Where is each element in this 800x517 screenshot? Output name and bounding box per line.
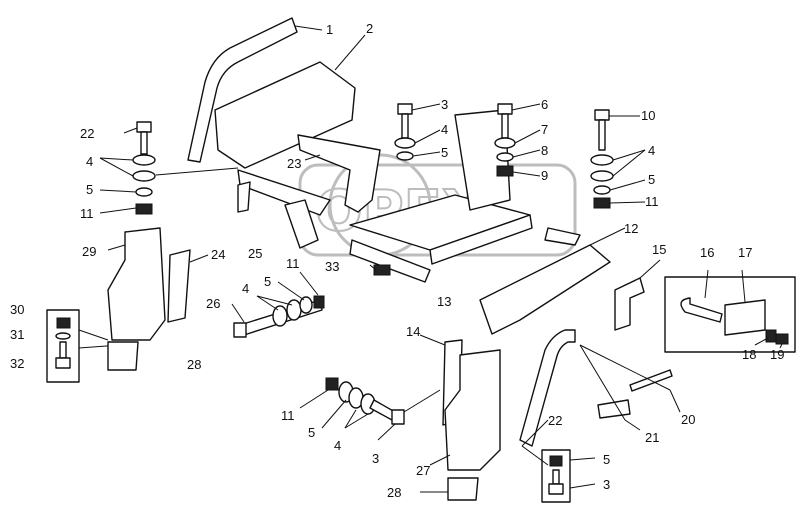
bolt-stack-22 [132,121,156,215]
callout-11-left: 11 [80,206,94,221]
callout-11-right: 11 [645,194,659,209]
callout-7: 7 [541,122,548,137]
callout-22-lower: 22 [548,413,562,428]
callout-5-mid: 5 [264,274,271,289]
callout-29: 29 [82,244,96,259]
part-29-housing [107,227,166,341]
part-21-clip [597,399,631,419]
callout-3-bottom: 3 [603,477,610,492]
callout-4-mid: 4 [242,281,249,296]
main-frame [237,109,533,283]
part-28-clamp-lower [447,477,479,501]
callout-24: 24 [211,247,225,262]
callout-13: 13 [437,294,451,309]
callout-23: 23 [287,156,301,171]
part-2-cover-plate [214,61,356,169]
part-15-u-bracket [614,277,645,331]
bolt-stack-6 [494,103,516,177]
callout-3-upper: 3 [441,97,448,112]
bolt-stack-lower [325,377,405,425]
callout-18: 18 [742,347,756,362]
callout-labels: 1 2 3 4 5 6 7 8 9 10 11 12 13 14 15 16 1… [10,21,784,500]
part-28-clamp [107,341,139,371]
callout-5-bottom: 5 [603,452,610,467]
callout-5-left: 5 [86,182,93,197]
callout-4-upper: 4 [441,122,448,137]
callout-14: 14 [406,324,420,339]
callout-2: 2 [366,21,373,36]
callout-21: 21 [645,430,659,445]
callout-12: 12 [624,221,638,236]
callout-5-right: 5 [648,172,655,187]
callout-10: 10 [641,108,655,123]
callout-15: 15 [652,242,666,257]
part-23-bracket [297,134,381,213]
callout-16: 16 [700,245,714,260]
callout-20: 20 [681,412,695,427]
callout-33: 33 [325,259,339,274]
callout-11-lower: 11 [281,408,295,423]
part-1-bent-rod [187,17,298,163]
bolt-stack-30 [55,317,71,369]
callout-22-upper: 22 [80,126,94,141]
callout-26: 26 [206,296,220,311]
bolt-stack-26 [233,295,325,338]
callout-31: 31 [10,327,24,342]
callout-1: 1 [326,22,333,37]
bolt-stack-10 [590,109,614,209]
part-22-rod-lower [519,329,576,447]
part-17-plate [724,299,766,336]
callout-5-lower: 5 [308,425,315,440]
callout-19: 19 [770,347,784,362]
callout-25: 25 [248,246,262,261]
callout-5-upper: 5 [441,145,448,160]
callout-9: 9 [541,168,548,183]
callout-17: 17 [738,245,752,260]
callout-32: 32 [10,356,24,371]
callout-4-lower: 4 [334,438,341,453]
callout-6: 6 [541,97,548,112]
part-12-rail [479,244,611,335]
callout-28-lower: 28 [387,485,401,500]
part-27-housing [444,349,501,471]
callout-28-left: 28 [187,357,201,372]
callout-4-left: 4 [86,154,93,169]
callout-11-mid: 11 [286,256,300,271]
callout-3-lower: 3 [372,451,379,466]
bolt-stack-3 [394,103,416,161]
part-16-u-bolt [680,297,723,323]
callout-8: 8 [541,143,548,158]
part-18-washer [765,329,777,343]
part-19-nut [775,333,789,345]
bolt-stack-5-3 [548,455,564,495]
callout-27: 27 [416,463,430,478]
part-33-nut [373,264,391,276]
part-24-plate [167,249,191,323]
callout-30: 30 [10,302,24,317]
callout-4-right: 4 [648,143,655,158]
